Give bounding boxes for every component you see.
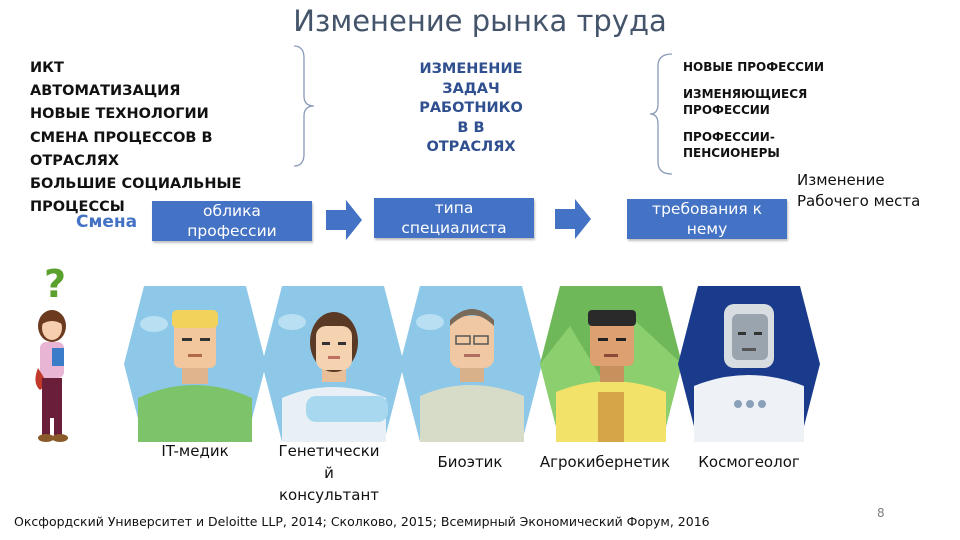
job-caption-agrocybernetic: Агрокибернетик	[525, 451, 685, 473]
job-caption-genetic-consultant: Генетически й консультант	[264, 440, 394, 506]
flow-box-line: облика	[203, 202, 261, 220]
girl-illustration	[35, 310, 68, 442]
page-title: Изменение рынка труда	[293, 4, 667, 38]
flow-box-requirements: требования к нему	[627, 199, 787, 239]
arrow-right-icon	[555, 199, 591, 239]
job-caption-bioethicist: Биоэтик	[420, 451, 520, 473]
workplace-change-line: Изменение	[797, 171, 885, 189]
left-brace-right	[649, 53, 673, 175]
task-change-line: РАБОТНИКО	[419, 100, 523, 116]
workplace-change-line: Рабочего места	[797, 192, 921, 210]
profession-item: ПРОФЕССИИ- ПЕНСИОНЕРЫ	[683, 129, 824, 162]
job-caption-line: консультант	[278, 486, 380, 504]
flow-box-line: нему	[686, 220, 728, 238]
driver-item: ПРОЦЕССЫ	[30, 199, 125, 216]
genetic-consultant-portrait	[262, 286, 404, 442]
smena-label: Смена	[76, 212, 138, 232]
profession-line: ПРОФЕССИИ-	[683, 129, 775, 144]
driver-item: БОЛЬШИЕ СОЦИАЛЬНЫЕ	[30, 176, 242, 193]
it-medic-portrait	[124, 286, 266, 442]
job-caption-line: Агрокибернетик	[539, 453, 671, 471]
job-caption-line: Космогеолог	[698, 453, 800, 471]
profession-line: ПЕНСИОНЕРЫ	[683, 146, 780, 160]
flow-box-type: типа специалиста	[374, 198, 534, 238]
job-caption-line: Биоэтик	[437, 453, 503, 471]
flow-box-appearance: облика профессии	[152, 201, 312, 241]
agrocybernetic-portrait	[540, 286, 682, 442]
task-change-line: ИЗМЕНЕНИЕ	[419, 61, 523, 77]
professions-list: НОВЫЕ ПРОФЕССИИ ИЗМЕНЯЮЩИЕСЯ ПРОФЕССИИ П…	[683, 59, 824, 172]
profession-line: ИЗМЕНЯЮЩИЕСЯ	[683, 86, 808, 101]
cosmogeologist-portrait	[678, 286, 820, 442]
profession-line: НОВЫЕ ПРОФЕССИИ	[683, 60, 825, 74]
flow-box-line: профессии	[187, 222, 277, 240]
profession-item: НОВЫЕ ПРОФЕССИИ	[683, 59, 824, 76]
task-change-line: ЗАДАЧ	[442, 80, 500, 97]
source-citation: Оксфордский Университет и Deloitte LLP, …	[14, 514, 710, 529]
job-caption-line: Генетически	[278, 442, 380, 460]
driver-item: ОТРАСЛЯХ	[30, 152, 120, 169]
task-change-line: В В	[457, 119, 485, 136]
workplace-change-label: Изменение Рабочего места	[797, 170, 920, 212]
driver-item: НОВЫЕ ТЕХНОЛОГИИ	[30, 106, 209, 123]
page-number: 8	[877, 506, 885, 520]
flow-box-line: специалиста	[401, 219, 507, 237]
flow-box-line: требования к	[652, 200, 762, 218]
flow-box-line: типа	[434, 199, 474, 217]
right-brace-left	[293, 45, 315, 167]
task-change-block: ИЗМЕНЕНИЕ ЗАДАЧ РАБОТНИКО В В ОТРАСЛЯХ	[398, 60, 544, 158]
driver-item: СМЕНА ПРОЦЕССОВ В	[30, 129, 213, 146]
arrow-right-icon	[326, 200, 362, 240]
job-caption-line: й	[324, 464, 334, 482]
job-caption-line: IT-медик	[161, 442, 229, 460]
driver-item: ИКТ	[30, 60, 64, 76]
job-caption-cosmogeologist: Космогеолог	[684, 451, 814, 473]
bioethicist-portrait	[400, 286, 542, 442]
profession-line: ПРОФЕССИИ	[683, 103, 770, 117]
drivers-list: ИКТ АВТОМАТИЗАЦИЯ НОВЫЕ ТЕХНОЛОГИИ СМЕНА…	[30, 57, 241, 219]
driver-item: АВТОМАТИЗАЦИЯ	[30, 83, 181, 100]
question-mark-icon: ?	[44, 262, 67, 306]
job-caption-it-medic: IT-медик	[145, 440, 245, 462]
profession-item: ИЗМЕНЯЮЩИЕСЯ ПРОФЕССИИ	[683, 86, 824, 119]
task-change-line: ОТРАСЛЯХ	[426, 139, 516, 155]
